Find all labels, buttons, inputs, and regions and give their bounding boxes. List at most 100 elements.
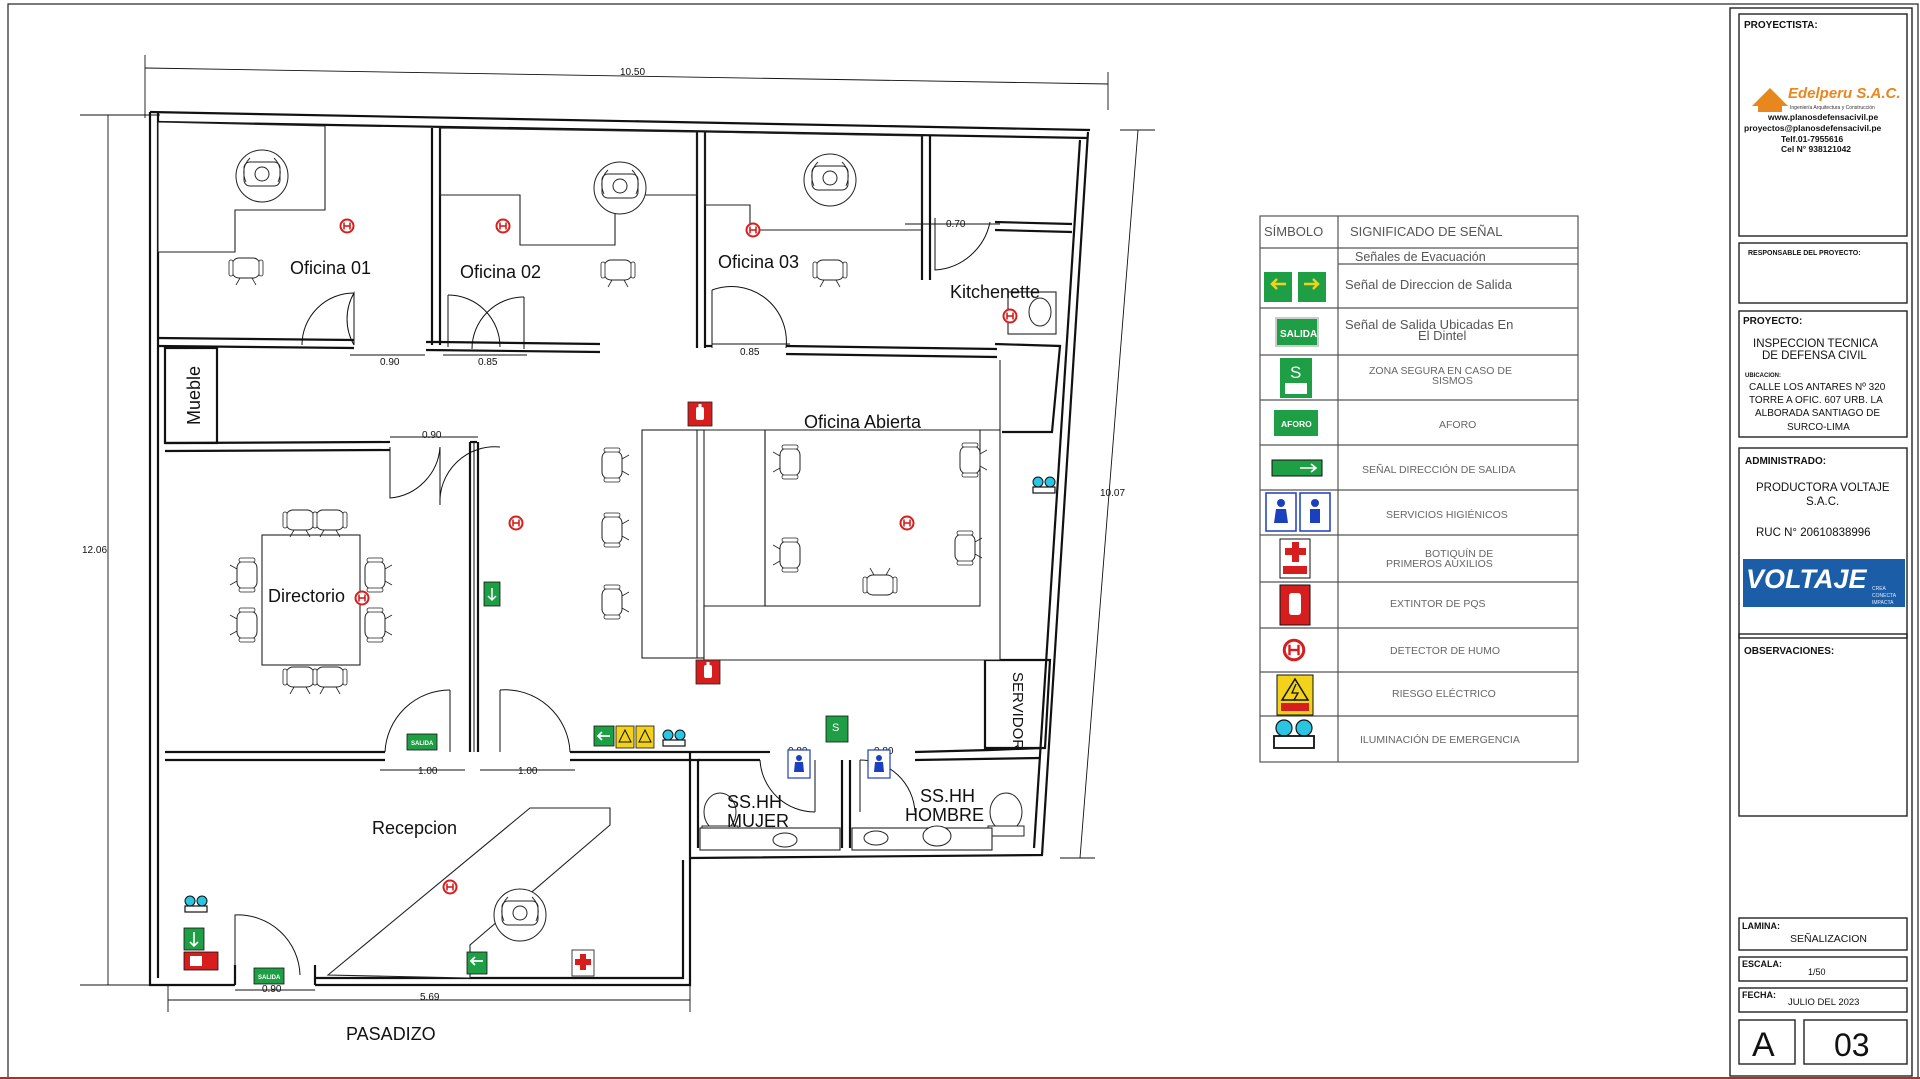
electric-risk-icon xyxy=(615,725,655,749)
svg-text:SALIDA: SALIDA xyxy=(1280,329,1317,340)
exit-arrow-sign-icon xyxy=(183,927,205,951)
svg-text:DE DEFENSA CIVIL: DE DEFENSA CIVIL xyxy=(1762,350,1867,362)
svg-text:PROYECTO:: PROYECTO: xyxy=(1743,316,1802,327)
room-label-sshh-mujer-1: SS.HH xyxy=(727,792,782,812)
sheet-number: 03 xyxy=(1834,1027,1870,1063)
aforo-icon: AFORO xyxy=(1274,410,1318,436)
office01-desk-chair xyxy=(235,149,289,203)
extinguisher-icon xyxy=(687,401,713,427)
room-label-pasadizo: PASADIZO xyxy=(346,1024,436,1044)
svg-text:1.00: 1.00 xyxy=(518,766,538,777)
plan-signage: SALIDA SALIDA S xyxy=(183,218,1056,985)
smoke-detector-icon xyxy=(508,515,524,531)
salida-sign-icon: SALIDA xyxy=(406,733,438,751)
door-dimensions: 0.90 0.85 0.85 0.70 0.90 1.00 1.00 0.90 … xyxy=(235,219,1000,995)
exit-direction-pair-icon xyxy=(1264,272,1326,302)
room-label-mueble: Mueble xyxy=(184,366,204,425)
svg-text:CALLE LOS ANTARES Nº 320: CALLE LOS ANTARES Nº 320 xyxy=(1749,382,1886,393)
room-label-oficina02: Oficina 02 xyxy=(460,262,541,282)
extinguisher-icon xyxy=(183,951,219,971)
svg-text:OBSERVACIONES:: OBSERVACIONES: xyxy=(1744,646,1834,657)
emergency-light-icon xyxy=(662,729,686,747)
svg-text:RESPONSABLE DEL PROYECTO:: RESPONSABLE DEL PROYECTO: xyxy=(1748,250,1861,257)
svg-text:0.90: 0.90 xyxy=(380,357,400,368)
smoke-detector-icon xyxy=(1282,638,1306,662)
dim-right-label: 10.07 xyxy=(1100,488,1125,499)
svg-text:UBICACION:: UBICACION: xyxy=(1745,373,1781,379)
svg-text:EXTINTOR DE PQS: EXTINTOR DE PQS xyxy=(1390,598,1486,610)
dim-top-label: 10.50 xyxy=(620,67,645,78)
svg-text:PRIMEROS AUXILIOS: PRIMEROS AUXILIOS xyxy=(1386,558,1493,570)
room-label-kitchenette: Kitchenette xyxy=(950,282,1040,302)
svg-text:ZONA SEGURA EN CASO DE: ZONA SEGURA EN CASO DE xyxy=(1369,365,1512,377)
svg-text:ALBORADA SANTIAGO DE: ALBORADA SANTIAGO DE xyxy=(1755,408,1880,419)
svg-text:0.85: 0.85 xyxy=(478,357,498,368)
svg-text:www.planosdefensacivil.pe: www.planosdefensacivil.pe xyxy=(1767,112,1878,122)
room-label-sshh-mujer-2: MUJER xyxy=(727,811,789,831)
room-label-oficina03: Oficina 03 xyxy=(718,252,799,272)
legend-subheader: Señales de Evacuación xyxy=(1355,250,1486,264)
smoke-detector-icon xyxy=(442,879,458,895)
svg-text:ESCALA:: ESCALA: xyxy=(1742,959,1782,969)
svg-text:Telf.01-7955616: Telf.01-7955616 xyxy=(1781,134,1843,144)
exit-arrow-sign-icon xyxy=(483,581,501,607)
edelperu-logo: Edelperu S.A.C. Ingeniería Arquitectura … xyxy=(1752,85,1901,112)
svg-text:El Dintel: El Dintel xyxy=(1418,328,1467,343)
svg-text:PRODUCTORA VOLTAJE: PRODUCTORA VOLTAJE xyxy=(1756,482,1890,494)
first-aid-icon xyxy=(1279,538,1311,579)
svg-text:DETECTOR DE HUMO: DETECTOR DE HUMO xyxy=(1390,645,1500,657)
smoke-detector-icon xyxy=(339,218,355,234)
smoke-detector-icon xyxy=(745,222,761,238)
svg-text:ADMINISTRADO:: ADMINISTRADO: xyxy=(1745,456,1826,467)
exit-arrow-sign-icon xyxy=(466,951,488,975)
sheet-letter: A xyxy=(1752,1026,1775,1064)
exit-arrow-icon xyxy=(1271,459,1323,477)
svg-text:ILUMINACIÓN DE EMERGENCIA: ILUMINACIÓN DE EMERGENCIA xyxy=(1360,733,1520,746)
smoke-detector-icon xyxy=(1002,308,1018,324)
svg-text:SEÑAL DIRECCIÓN DE SALIDA: SEÑAL DIRECCIÓN DE SALIDA xyxy=(1362,463,1516,476)
svg-text:RIESGO ELÉCTRICO: RIESGO ELÉCTRICO xyxy=(1392,687,1496,700)
legend-row-1-text: Señal de Direccion de Salida xyxy=(1345,277,1513,292)
first-aid-icon xyxy=(571,949,595,977)
svg-text:proyectos@planosdefensacivil.p: proyectos@planosdefensacivil.pe xyxy=(1744,123,1882,133)
svg-text:SEÑALIZACION: SEÑALIZACION xyxy=(1790,932,1867,945)
restroom-female-icon xyxy=(787,749,811,779)
restroom-male-icon xyxy=(867,749,891,779)
extinguisher-icon xyxy=(695,659,721,685)
room-label-sshh-hombre-2: HOMBRE xyxy=(905,805,984,825)
restroom-icon xyxy=(1265,492,1331,532)
salida-sign-icon: SALIDA xyxy=(253,967,285,985)
room-label-oficina01: Oficina 01 xyxy=(290,258,371,278)
svg-text:Cel N° 938121042: Cel N° 938121042 xyxy=(1781,144,1851,154)
legend-header-meaning: SIGNIFICADO DE SEÑAL xyxy=(1350,224,1502,239)
svg-text:SURCO-LIMA: SURCO-LIMA xyxy=(1787,422,1850,433)
svg-text:S: S xyxy=(1290,363,1301,382)
dim-left-label: 12.06 xyxy=(82,545,107,556)
room-labels: Oficina 01 Oficina 02 Oficina 03 Kitchen… xyxy=(184,252,1040,1044)
svg-text:CREA: CREA xyxy=(1872,586,1887,592)
svg-text:JULIO DEL 2023: JULIO DEL 2023 xyxy=(1788,997,1859,1008)
dim-bottom-label: 5.69 xyxy=(420,992,440,1003)
svg-text:0.90: 0.90 xyxy=(262,984,282,995)
svg-text:FECHA:: FECHA: xyxy=(1742,990,1776,1000)
svg-text:TORRE A OFIC. 607 URB. LA: TORRE A OFIC. 607 URB. LA xyxy=(1749,395,1883,406)
svg-text:AFORO: AFORO xyxy=(1281,419,1312,429)
signage-legend: SÍMBOLO SIGNIFICADO DE SEÑAL Señales de … xyxy=(1259,215,1579,763)
svg-text:SALIDA: SALIDA xyxy=(411,741,434,747)
extinguisher-icon xyxy=(1279,584,1311,626)
svg-text:S: S xyxy=(832,722,839,734)
emergency-light-icon xyxy=(1032,476,1056,494)
svg-text:1/50: 1/50 xyxy=(1808,967,1826,977)
svg-text:Ingeniería Arquitectura y Cons: Ingeniería Arquitectura y Construcción xyxy=(1790,105,1875,111)
voltaje-logo: VOLTAJE CREA CONECTA IMPACTA xyxy=(1743,559,1905,607)
room-label-servidor: SERVIDOR xyxy=(1009,672,1026,750)
title-block: PROYECTISTA: Edelperu S.A.C. Ingeniería … xyxy=(1729,7,1913,1077)
open-office-desk xyxy=(641,360,1001,661)
smoke-detector-icon xyxy=(354,590,370,606)
svg-text:AFORO: AFORO xyxy=(1439,419,1476,431)
safe-zone-icon: S xyxy=(1280,358,1312,398)
svg-text:S.A.C.: S.A.C. xyxy=(1806,496,1839,508)
walls xyxy=(148,110,1091,987)
svg-text:RUC N° 20610838996: RUC N° 20610838996 xyxy=(1756,527,1871,539)
